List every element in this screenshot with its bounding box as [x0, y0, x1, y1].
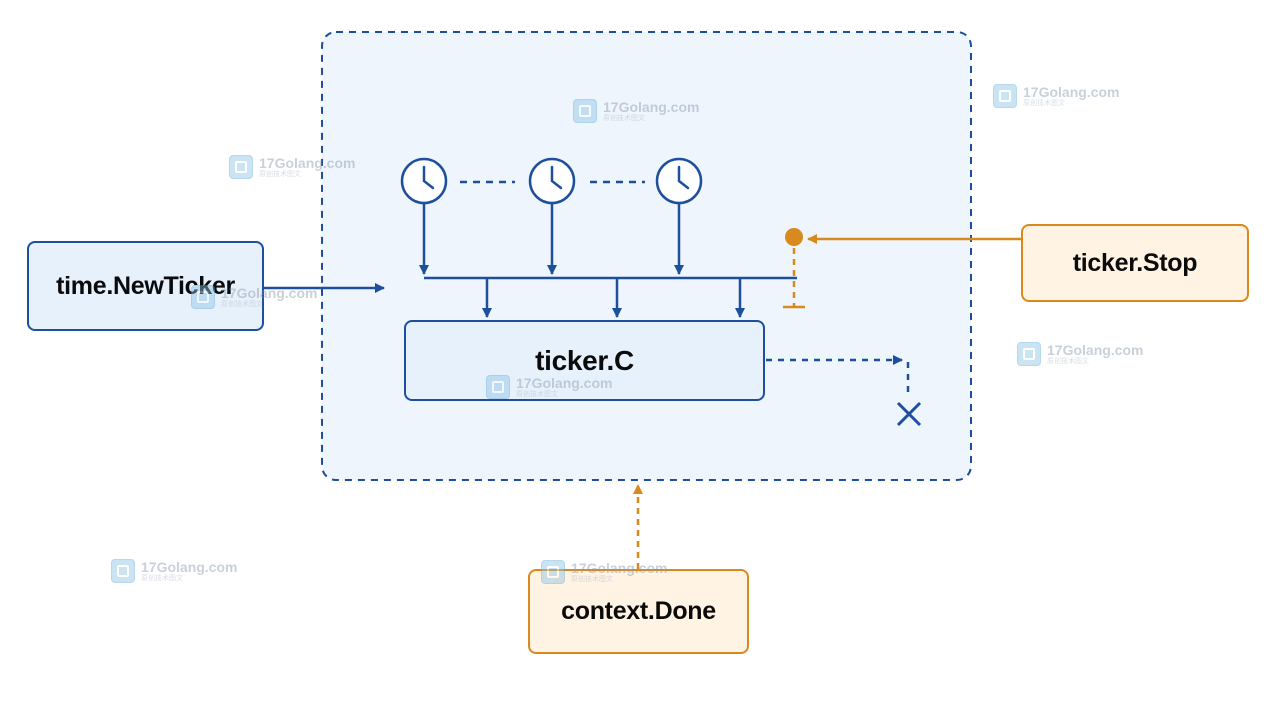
- time-newticker-label: time.NewTicker: [56, 271, 235, 300]
- time-newticker-node: time.NewTicker: [27, 241, 264, 331]
- clock-icon: [400, 157, 448, 205]
- ticker-container: [321, 31, 972, 481]
- context-done-label: context.Done: [561, 597, 716, 625]
- ticker-stop-node: ticker.Stop: [1021, 224, 1249, 302]
- ticker-c-node: ticker.C: [404, 320, 765, 401]
- ticker-c-label: ticker.C: [535, 344, 634, 376]
- context-done-node: context.Done: [528, 569, 749, 654]
- cross-icon: [896, 401, 922, 427]
- clock-icon: [528, 157, 576, 205]
- stop-dot-icon: [785, 228, 803, 246]
- clock-icon: [655, 157, 703, 205]
- ticker-stop-label: ticker.Stop: [1072, 248, 1198, 277]
